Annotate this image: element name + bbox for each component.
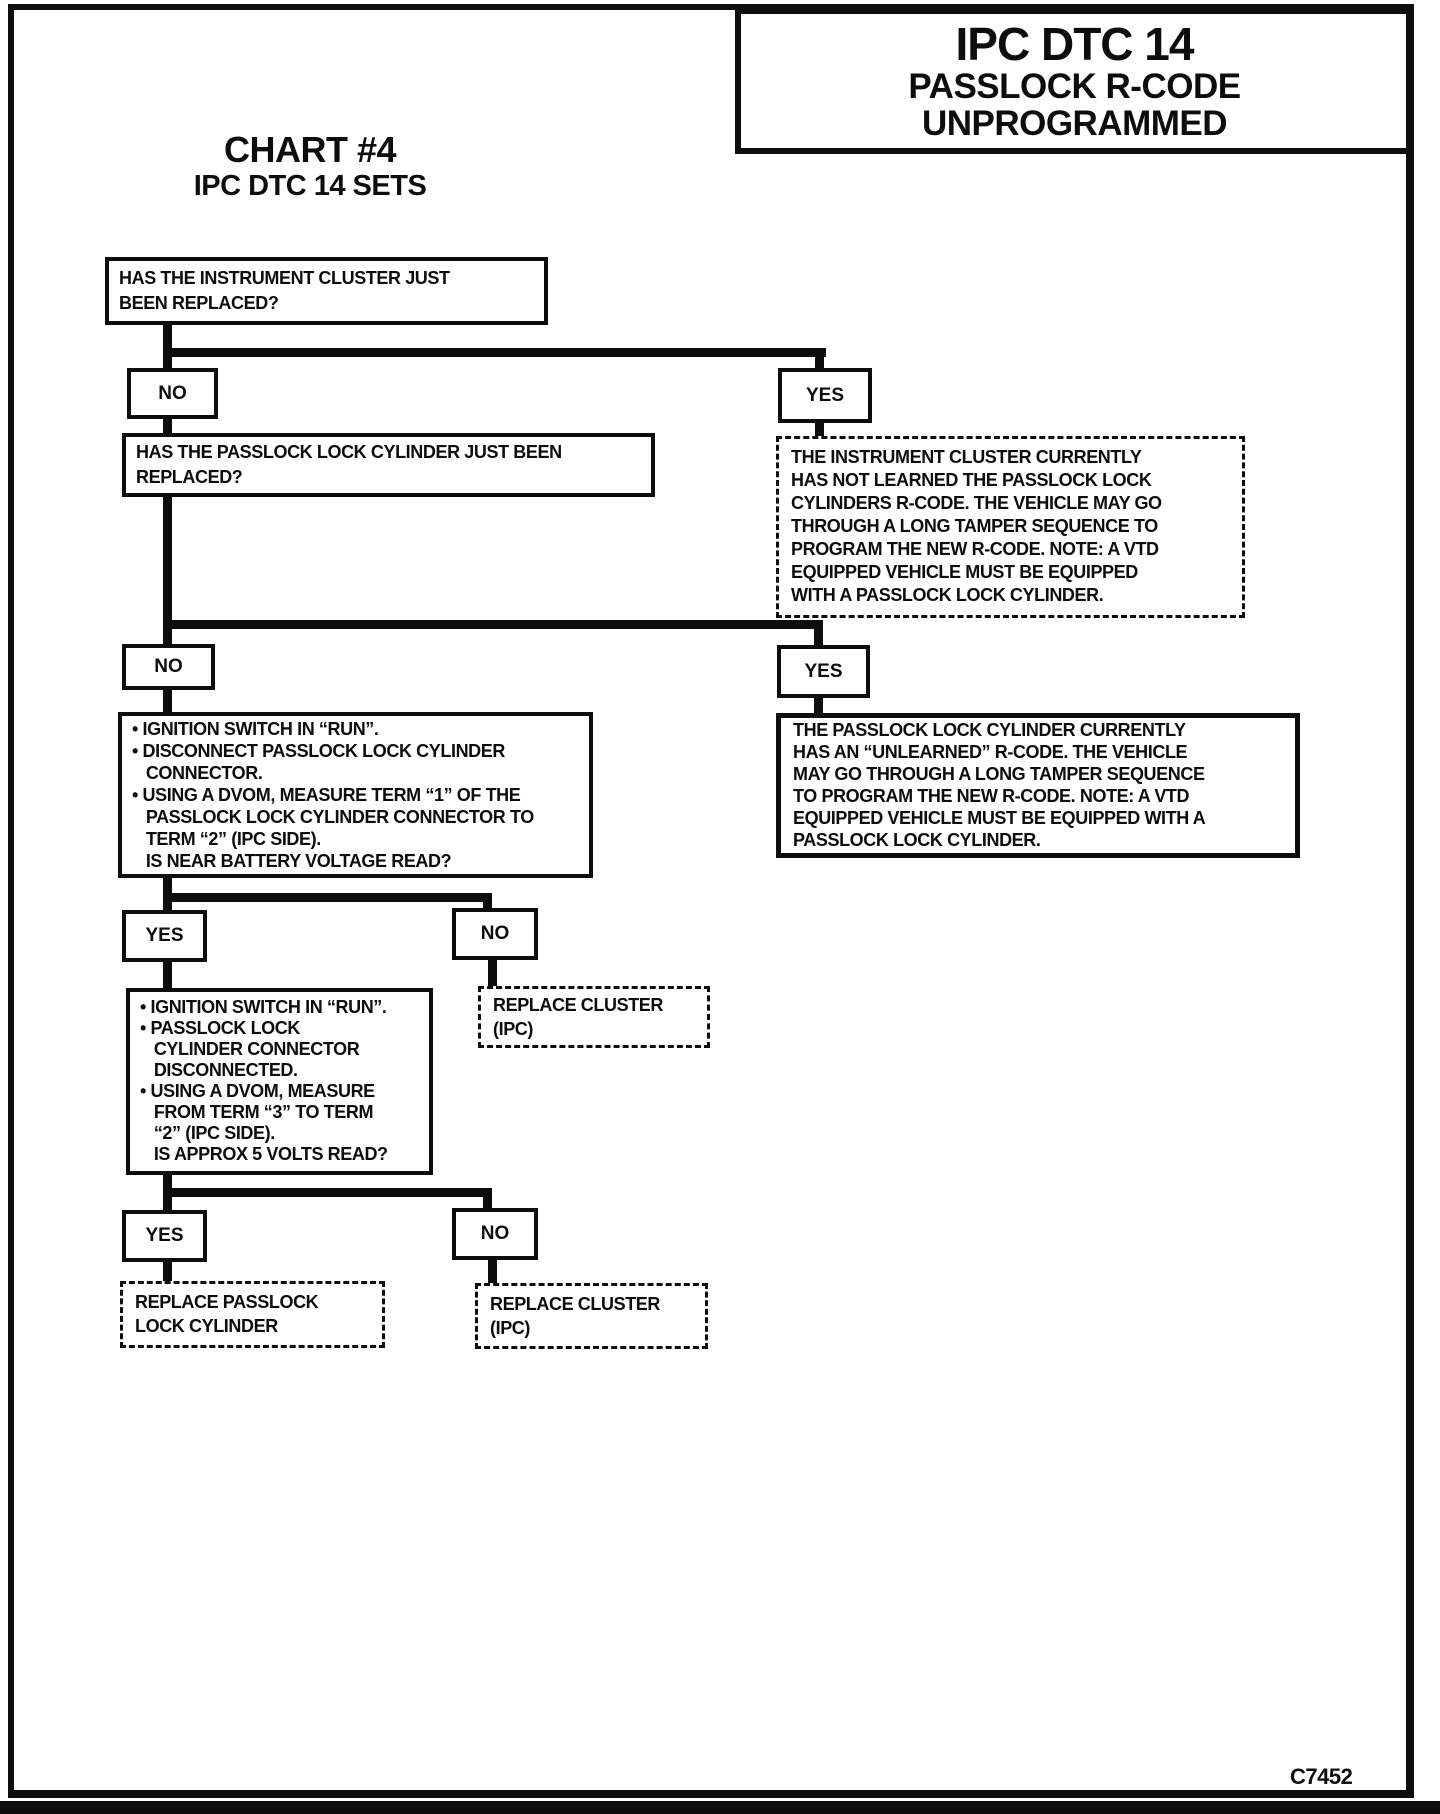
dtc-title-box: IPC DTC 14 PASSLOCK R-CODE UNPROGRAMMED [735,8,1414,154]
branch-no-4: NO [452,1208,538,1260]
question-lock-cylinder-replaced: HAS THE PASSLOCK LOCK CYLINDER JUST BEEN… [122,433,655,497]
branch-yes-1: YES [778,368,872,423]
branch-no-2: NO [122,644,215,690]
connector-q2-down [163,494,172,646]
question-cluster-replaced: HAS THE INSTRUMENT CLUSTER JUST BEEN REP… [105,257,548,325]
chart-heading-title: CHART #4 [223,129,397,170]
branch-yes-2: YES [777,645,870,698]
test-battery-voltage: • IGNITION SWITCH IN “RUN”. • DISCONNECT… [118,712,593,878]
connector-no2-to-q3 [163,687,172,714]
connector-no1-to-q2 [163,415,172,435]
figure-code: C7452 [1290,1764,1353,1789]
branch-yes-3: YES [122,910,207,962]
connector-yes2-to-result [814,695,823,715]
connector-no4-to-result [488,1256,497,1285]
connector-no3-to-result [488,957,497,988]
connector-branch3-to-no [483,899,492,910]
connector-branch1 [163,348,826,357]
result-cluster-not-learned: THE INSTRUMENT CLUSTER CURRENTLY HAS NOT… [776,436,1245,618]
test-5-volts: • IGNITION SWITCH IN “RUN”. • PASSLOCK L… [126,988,433,1175]
dtc-title-line2: PASSLOCK R-CODE [908,67,1241,106]
connector-branch4-to-no [483,1194,492,1210]
page-bottom-scan-bar [0,1801,1440,1814]
connector-branch2-to-yes [814,626,823,647]
branch-no-1: NO [127,368,218,419]
branch-no-3: NO [452,908,538,960]
connector-branch3 [163,893,492,902]
connector-yes4-to-result [163,1260,172,1283]
branch-yes-4: YES [122,1210,207,1262]
chart-heading-subtitle: IPC DTC 14 SETS [193,170,427,202]
dtc-title-line3: UNPROGRAMMED [921,104,1228,143]
page-border-frame [8,4,1414,1798]
dtc-title-line1: IPC DTC 14 [955,18,1195,70]
action-replace-cluster-2: REPLACE CLUSTER (IPC) [475,1283,708,1349]
chart-heading: CHART #4 IPC DTC 14 SETS [160,130,460,203]
connector-q1-down [163,322,172,370]
connector-branch4 [163,1188,492,1197]
connector-branch2 [163,620,823,629]
connector-yes3-to-q4 [163,960,172,990]
action-replace-cluster-1: REPLACE CLUSTER (IPC) [478,986,710,1048]
action-replace-passlock-cylinder: REPLACE PASSLOCK LOCK CYLINDER [120,1281,385,1348]
connector-yes1-to-result [815,420,824,438]
connector-branch1-to-yes [815,355,824,370]
result-unlearned-rcode: THE PASSLOCK LOCK CYLINDER CURRENTLY HAS… [776,713,1300,858]
